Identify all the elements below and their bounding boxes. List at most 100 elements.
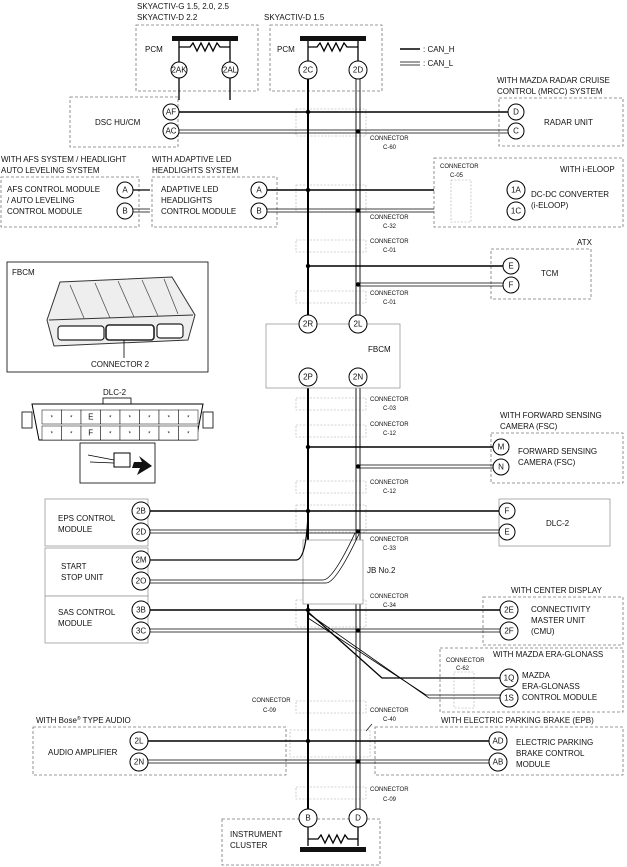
atx-header: ATX <box>577 238 593 247</box>
pin-1c-label: 1C <box>511 207 521 216</box>
start-label-2: STOP UNIT <box>61 573 103 582</box>
c34-label: C-34 <box>383 603 397 609</box>
pin-ac-label: AC <box>165 127 176 136</box>
pin-d-cluster-label: D <box>355 814 361 823</box>
cluster-box <box>221 818 381 866</box>
epb-header: WITH ELECTRIC PARKING BRAKE (EPB) <box>441 716 594 725</box>
dlc-pin-label: * <box>51 432 54 438</box>
pcm-g-label: PCM <box>145 45 163 54</box>
c62-word: CONNECTOR <box>446 658 485 664</box>
instrument-cluster: INSTRUMENT CLUSTER B D <box>221 808 381 866</box>
pin-2d-label: 2D <box>353 66 363 75</box>
led-label-2: HEADLIGHTS <box>161 196 212 205</box>
row-dsc-radar: DSC HU/CM WITH MAZDA RADAR CRUISE CONTRO… <box>69 76 624 151</box>
fbcm-module: FBCM 2R 2L 2P 2N CONNECTOR C-03 CONNECTO… <box>265 314 409 437</box>
pin-2l-audio-label: 2L <box>135 737 144 746</box>
pin-2f-label: 2F <box>504 627 513 636</box>
dlc2-photo-label: DLC-2 <box>103 388 127 397</box>
era-label-2: ERA-GLONASS <box>522 682 580 691</box>
jb-label: JB No.2 <box>367 566 396 575</box>
pin-3b-label: 3B <box>136 606 146 615</box>
epb-label-2: BRAKE CONTROL <box>516 749 585 758</box>
pin-f-dlc-label: F <box>505 507 510 516</box>
sas-label-1: SAS CONTROL <box>58 608 116 617</box>
pin-2m-label: 2M <box>135 556 146 565</box>
sas-box <box>44 595 149 644</box>
mrcc-header-2: CONTROL (MRCC) SYSTEM <box>497 87 603 96</box>
dlc-pin-cell <box>178 409 199 425</box>
fbcm-box <box>265 323 401 389</box>
pin-3c-label: 3C <box>136 627 146 636</box>
afs-label-3: CONTROL MODULE <box>7 207 82 216</box>
cluster-label-2: CLUSTER <box>230 841 268 850</box>
audio-box <box>32 726 287 776</box>
fbcm-label: FBCM <box>368 345 391 354</box>
c09b-word: CONNECTOR <box>370 787 409 793</box>
skyactiv-d22-label: SKYACTIV-D 2.2 <box>137 13 198 22</box>
dsc-hu-cm-box <box>69 96 179 148</box>
dlc-pin-label: E <box>88 413 93 422</box>
pcm-d-label: PCM <box>277 45 295 54</box>
center-display-header: WITH CENTER DISPLAY <box>511 586 603 595</box>
c40-word: CONNECTOR <box>370 708 409 714</box>
ieloop-header: WITH i-ELOOP <box>560 165 615 174</box>
audio-label: AUDIO AMPLIFIER <box>48 748 118 757</box>
era-label-1: MAZDA <box>522 671 551 680</box>
pin-c-radar <box>507 122 525 140</box>
pin-2ak-label: 2AK <box>171 66 187 75</box>
c01b-word: CONNECTOR <box>370 291 409 297</box>
start-label-1: START <box>61 562 87 571</box>
pin-a-led-label: A <box>256 186 262 195</box>
c01b-label: C-01 <box>383 300 397 306</box>
cmu-label-1: CONNECTIVITY <box>531 605 591 614</box>
pin-2p-label: 2P <box>303 373 313 382</box>
led-header-1: WITH ADAPTIVE LED <box>152 155 232 164</box>
c09a-word: CONNECTOR <box>252 698 291 704</box>
dlc-pin-label: * <box>129 416 132 422</box>
led-header-2: HEADLIGHTS SYSTEM <box>152 166 239 175</box>
pcm-g-box <box>135 24 259 92</box>
pin-af-label: AF <box>166 108 176 117</box>
pin-d-radar-label: D <box>513 108 519 117</box>
pin-n-fsc-label: N <box>498 463 504 472</box>
c34-word: CONNECTOR <box>370 594 409 600</box>
pin-ab-label: AB <box>493 758 504 767</box>
dlc-pin-label: * <box>129 432 132 438</box>
pin-1s-label: 1S <box>504 694 514 703</box>
mrcc-header-1: WITH MAZDA RADAR CRUISE <box>497 76 610 85</box>
c03-label: C-03 <box>383 406 397 412</box>
c01a-label: C-01 <box>383 248 397 254</box>
pin-b-afs-label: B <box>122 207 127 216</box>
pin-af <box>162 103 180 121</box>
c09a-label: C-09 <box>263 708 277 714</box>
pin-d-radar <box>507 103 525 121</box>
connector2-label: CONNECTOR 2 <box>91 360 150 369</box>
cmu-label-2: MASTER UNIT <box>531 616 585 625</box>
afs-box <box>0 176 140 228</box>
c05-label: C-05 <box>450 173 464 179</box>
c12b-label: C-12 <box>383 489 397 495</box>
c33-label: C-33 <box>383 546 397 552</box>
pin-b-led-label: B <box>256 207 261 216</box>
pin-2al-label: 2AL <box>223 66 238 75</box>
dlc-pin-label: * <box>51 416 54 422</box>
dlc-pin-label: * <box>109 432 112 438</box>
pin-2l-label: 2L <box>354 320 363 329</box>
pin-2d <box>348 60 368 80</box>
row-sas-cmu: SAS CONTROL MODULE WITH CENTER DISPLAY C… <box>44 586 624 646</box>
dlc2-box <box>498 498 611 547</box>
sas-label-2: MODULE <box>58 619 92 628</box>
pcm-d-busbar <box>300 36 366 41</box>
dlc-pin-label: * <box>70 416 73 422</box>
row-start-stop: START STOP UNIT JB No.2 2M 2O CONNECTOR … <box>44 514 409 609</box>
dlc-pin-label: * <box>148 416 151 422</box>
start-stop-box <box>44 547 149 597</box>
fsc-box <box>490 432 624 484</box>
row-tcm: ATX TCM E F CONNECTOR C-01 <box>305 238 593 306</box>
bose-header: WITH Bose® TYPE AUDIO <box>36 715 131 725</box>
pin-1a-label: 1A <box>511 186 521 195</box>
c03-word: CONNECTOR <box>370 397 409 403</box>
pin-ac <box>162 122 180 140</box>
c12a-word: CONNECTOR <box>370 422 409 428</box>
eps-label-1: EPS CONTROL <box>58 514 116 523</box>
